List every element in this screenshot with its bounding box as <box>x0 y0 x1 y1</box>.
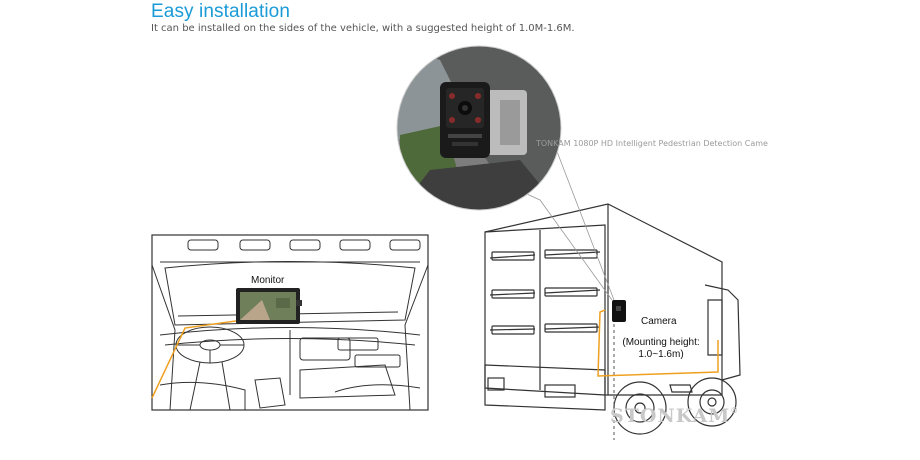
watermark-brand: STONKAM <box>610 405 731 427</box>
truck-wire <box>597 309 719 377</box>
monitor-label: Monitor <box>251 275 285 286</box>
mounting-height-line1: (Mounting height: <box>622 337 700 348</box>
camera-label: Camera <box>641 316 677 327</box>
brand-watermark: STONKAM® <box>610 405 739 427</box>
page-title: Easy installation <box>151 1 290 22</box>
mounting-height-line2: 1.0~1.6m) <box>638 349 684 360</box>
mounting-height-label: (Mounting height: 1.0~1.6m) <box>621 337 701 361</box>
page-subtitle: It can be installed on the sides of the … <box>151 23 575 34</box>
camera-on-truck <box>612 300 626 322</box>
cab-interior-drawing <box>151 234 429 411</box>
watermark-mark: ® <box>730 405 740 415</box>
photo-caption: TONKAM 1080P HD Intelligent Pedestrian D… <box>536 139 768 148</box>
truck-drawing <box>484 203 741 435</box>
monitor-device <box>236 288 302 324</box>
